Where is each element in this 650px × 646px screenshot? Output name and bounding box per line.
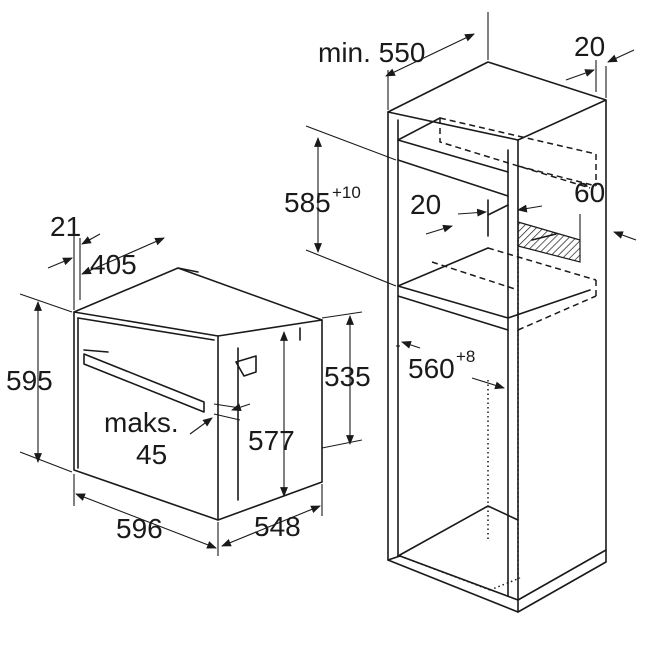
label-535: 535 — [324, 361, 371, 392]
label-gap-20: 20 — [410, 189, 441, 220]
label-min-550: min. 550 — [318, 37, 425, 68]
label-585-tolerance: +10 — [332, 183, 361, 202]
label-vent-60: 60 — [574, 177, 605, 208]
label-548: 548 — [254, 511, 301, 542]
label-577: 577 — [248, 425, 295, 456]
label-maks-45: 45 — [136, 439, 167, 470]
label-21: 21 — [50, 211, 81, 242]
label-560-tolerance: +8 — [456, 347, 475, 366]
tall-cabinet — [387, 61, 607, 613]
oven — [73, 267, 323, 521]
label-maks: maks. — [104, 407, 179, 438]
label-595: 595 — [6, 365, 53, 396]
label-585: 585 — [284, 187, 331, 218]
dimension-lines — [19, 12, 637, 556]
label-560: 560 — [408, 353, 455, 384]
label-side-gap-20: 20 — [574, 31, 605, 62]
dimension-labels: min. 550 20 585 +10 20 60 560 +8 21 405 … — [6, 31, 605, 544]
label-405: 405 — [90, 249, 137, 280]
label-596: 596 — [116, 513, 163, 544]
